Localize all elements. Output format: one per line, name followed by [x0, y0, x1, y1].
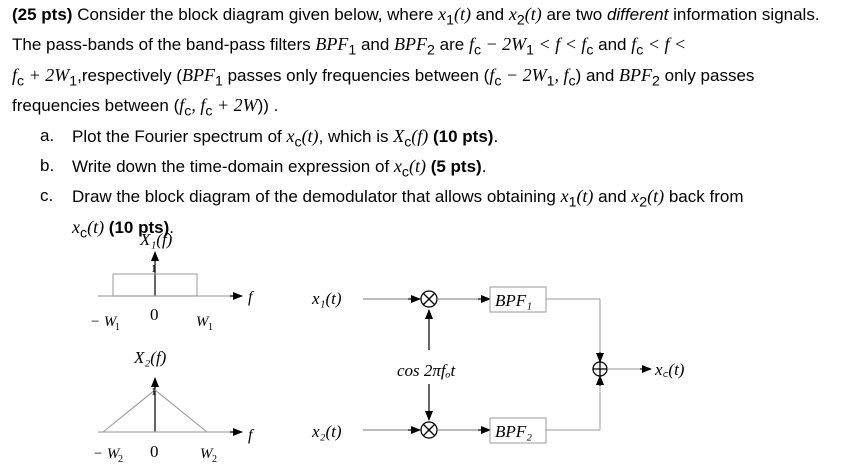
spectrum-x2-plot: X₂(f) 1 f − W 2 0 W 2 [93, 348, 255, 465]
spectrum-x1-title: X₁(f) [139, 230, 173, 249]
bpf2-label: BPF₂ [495, 422, 532, 441]
spectrum-x2-f-label: f [248, 427, 255, 444]
bpf1-block [489, 286, 547, 313]
problem-statement: (25 pts) Consider the block diagram give… [12, 2, 834, 245]
multiplier-bottom [420, 421, 438, 439]
spectrum-x2-neg-w: − W [93, 446, 121, 462]
spectrum-x1-neg-w: − W [90, 314, 118, 330]
svg-text:2: 2 [118, 454, 123, 465]
problem-intro: (25 pts) Consider the block diagram give… [12, 4, 820, 120]
part-c: c. Draw the block diagram of the demodul… [40, 186, 744, 242]
points-label: (25 pts) [12, 5, 73, 24]
carrier-label: cos 2πfₒt [397, 361, 457, 380]
part-a: a. Plot the Fourier spectrum of xc(t), w… [40, 125, 499, 150]
modulator-block-diagram: x₁(t) BPF₁ cos 2πfₒt x₂(t) BPF₂ [311, 286, 685, 444]
svg-text:1: 1 [115, 322, 120, 333]
spectrum-x1-amplitude: 1 [151, 263, 157, 275]
output-xc-label: x꜀(t) [654, 360, 685, 379]
spectrum-x1-rect-shape [112, 273, 198, 297]
sub-questions: a. Plot the Fourier spectrum of xc(t), w… [12, 124, 834, 246]
svg-text:2: 2 [212, 454, 217, 465]
spectrum-x2-amplitude: 1 [151, 386, 157, 398]
spectrum-x2-pos-w: W [200, 446, 214, 462]
spectrum-x1-pos-w: W [196, 314, 210, 330]
adder-node [592, 361, 608, 377]
multiplier-top [420, 290, 438, 308]
part-b: b. Write down the time-domain expression… [40, 155, 487, 181]
spectrum-x1-plot: X₁(f) 1 f − W 1 0 W 1 [90, 230, 255, 333]
bpf2-block [489, 417, 547, 444]
spectrum-x2-triangle-shape [102, 389, 208, 433]
input-x1-label: x₁(t) [311, 289, 342, 308]
svg-text:1: 1 [208, 322, 213, 333]
bpf1-label: BPF₁ [495, 291, 532, 310]
spectrum-x2-title: X₂(f) [133, 348, 167, 367]
spectrum-x1-f-label: f [248, 289, 255, 306]
spectrum-x2-zero: 0 [150, 442, 159, 461]
input-x2-label: x₂(t) [311, 422, 342, 441]
spectrum-x1-zero: 0 [150, 305, 159, 324]
